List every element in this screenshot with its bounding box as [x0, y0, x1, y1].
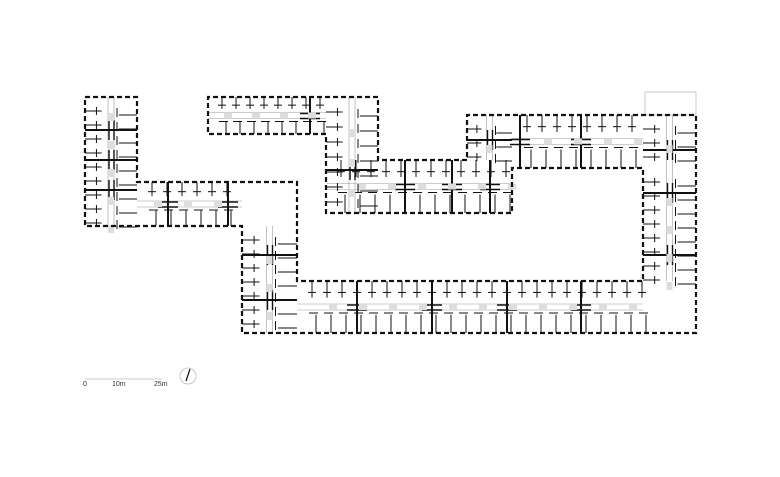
stair — [108, 197, 114, 205]
stair — [108, 169, 114, 177]
stair — [666, 145, 673, 153]
interior-walls — [85, 97, 696, 333]
stair — [266, 256, 273, 264]
stair — [214, 201, 222, 207]
stair — [349, 129, 355, 137]
scale-label-10m: 10m — [112, 381, 126, 388]
north-arrow-icon — [179, 367, 197, 385]
stair — [666, 226, 673, 234]
stair — [349, 189, 355, 197]
stair — [266, 312, 273, 320]
scale-label-25m: 25m — [154, 381, 168, 388]
stair — [666, 282, 673, 290]
stair — [308, 112, 316, 119]
stair — [574, 138, 582, 145]
stair — [108, 225, 114, 233]
stair — [154, 201, 162, 207]
stair — [448, 183, 456, 190]
stair — [479, 304, 487, 310]
stair — [359, 304, 367, 310]
stair — [108, 113, 114, 121]
stair — [666, 198, 673, 206]
building-outline — [83, 95, 698, 335]
stair — [358, 183, 366, 190]
stair — [252, 112, 260, 119]
stair — [666, 254, 673, 262]
stair — [266, 284, 273, 292]
stair — [604, 138, 612, 145]
stair — [388, 183, 396, 190]
stair — [486, 145, 493, 153]
stair — [449, 304, 457, 310]
stair — [280, 112, 288, 119]
stair — [509, 304, 517, 310]
stair — [349, 159, 355, 167]
stair — [478, 183, 486, 190]
stair — [629, 304, 637, 310]
roof-outline — [644, 91, 697, 116]
stair — [419, 304, 427, 310]
stair — [418, 183, 426, 190]
stair — [329, 304, 337, 310]
scale-label-0: 0 — [83, 381, 87, 388]
stair — [634, 138, 642, 145]
stair — [599, 304, 607, 310]
stair — [544, 138, 552, 145]
stair — [224, 112, 232, 119]
stair — [184, 201, 192, 207]
stair — [539, 304, 547, 310]
stair — [108, 141, 114, 149]
stair — [569, 304, 577, 310]
stair — [389, 304, 397, 310]
